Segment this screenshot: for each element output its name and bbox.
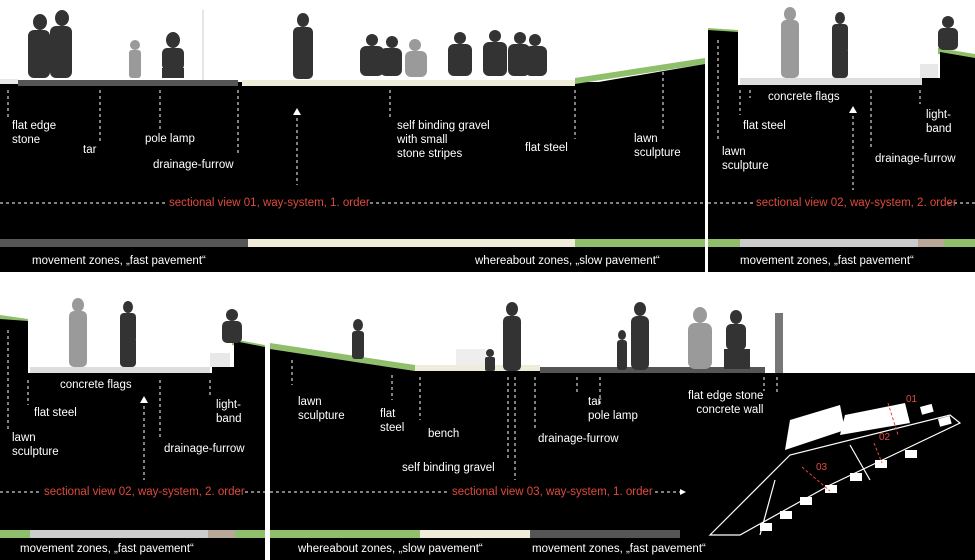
people-silhouettes [69, 298, 242, 368]
label-gravel: self binding gravel with small stone str… [397, 120, 490, 160]
people-silhouettes [28, 10, 547, 79]
tar-surface [18, 80, 238, 87]
label-pole-lamp: pole lamp [145, 133, 195, 145]
zone-fast-label: movement zones, „fast pavement“ [20, 543, 194, 555]
label-edge-wall: flat edge stone concrete wall [688, 390, 764, 416]
section-02-drawing [708, 0, 975, 272]
ground-mass [708, 30, 975, 272]
zone-concrete [30, 530, 208, 538]
key-mark-02: 02 [879, 432, 891, 443]
lawn-slope [270, 343, 415, 371]
zone-tar [0, 239, 248, 247]
label-light-band: light- band [216, 399, 242, 425]
label-tar-pole-lamp: tar pole lamp [588, 396, 638, 422]
section-03-drawing [270, 295, 975, 560]
label-drainage-furrow: drainage-furrow [153, 159, 234, 171]
concrete-flags-surface [740, 78, 922, 85]
label-tar: tar [83, 144, 97, 156]
label-lawn-sculpture: lawn sculpture [722, 146, 769, 172]
zone-gravel [420, 530, 530, 538]
tar-surface [540, 367, 765, 373]
label-light-band: light- band [926, 109, 952, 135]
section-02-title: sectional view 02, way-system, 2. order [756, 197, 957, 209]
label-flat-edge-stone: flat edge stone [12, 120, 57, 146]
zone-lawn [0, 530, 30, 538]
ground-mass [0, 319, 265, 560]
label-concrete-flags: concrete flags [60, 379, 132, 391]
gravel-surface [415, 365, 540, 371]
section-01-panel: flat edge stone tar pole lamp drainage-f… [0, 0, 705, 272]
label-flat-steel: flat steel [380, 408, 405, 434]
label-drainage-furrow: drainage-furrow [164, 443, 245, 455]
ground-mass [0, 64, 705, 272]
zone-lawn [575, 239, 705, 247]
section-03-panel: lawn sculpture flat steel bench self bin… [270, 295, 975, 560]
stone-strip [0, 79, 18, 84]
zone-slow-label: whereabout zones, „slow pavement“ [298, 543, 483, 555]
key-mark-03: 03 [816, 462, 828, 473]
label-bench: bench [428, 428, 460, 440]
label-lawn-sculpture: lawn sculpture [298, 396, 345, 422]
zone-steel [918, 239, 944, 247]
zone-lawn-right [944, 239, 975, 247]
zone-slow-label: whereabout zones, „slow pavement“ [475, 255, 660, 267]
zone-lawn [270, 530, 420, 538]
zone-fast-label: movement zones, „fast pavement“ [740, 255, 914, 267]
zone-fast-label: movement zones, „fast pavement“ [32, 255, 206, 267]
label-lawn-sculpture: lawn sculpture [634, 133, 681, 159]
zone-lawn [708, 239, 740, 247]
ground-mass [270, 349, 975, 560]
label-gravel: self binding gravel [402, 462, 495, 474]
label-flat-steel: flat steel [525, 142, 568, 154]
label-flat-steel: flat steel [743, 120, 786, 132]
lawn-slope [575, 58, 705, 84]
people-silhouettes [781, 7, 958, 79]
zone-lawn-right [235, 530, 265, 538]
gravel-surface [242, 80, 575, 87]
zone-tar [530, 530, 680, 538]
bench [456, 349, 486, 365]
section-03-title: sectional view 03, way-system, 1. order [452, 486, 653, 498]
section-02b-drawing [0, 295, 265, 560]
label-drainage-furrow: drainage-furrow [875, 153, 956, 165]
label-flat-steel: flat steel [34, 407, 77, 419]
section-02-panel: concrete flags flat steel light- band la… [708, 0, 975, 272]
section-02b-title: sectional view 02, way-system, 2. order [44, 486, 245, 498]
section-01-title: sectional view 01, way-system, 1. order [169, 197, 370, 209]
people-silhouettes [352, 302, 750, 371]
zone-gravel [248, 239, 575, 247]
section-01-drawing [0, 0, 705, 272]
label-drainage-furrow: drainage-furrow [538, 433, 619, 445]
zone-steel [208, 530, 235, 538]
zone-fast-label: movement zones, „fast pavement“ [532, 543, 706, 555]
label-concrete-flags: concrete flags [768, 91, 840, 103]
section-02b-panel: concrete flags flat steel light- band la… [0, 295, 265, 560]
key-mark-01: 01 [906, 394, 918, 405]
zone-concrete [740, 239, 918, 247]
label-lawn-sculpture: lawn sculpture [12, 432, 59, 458]
